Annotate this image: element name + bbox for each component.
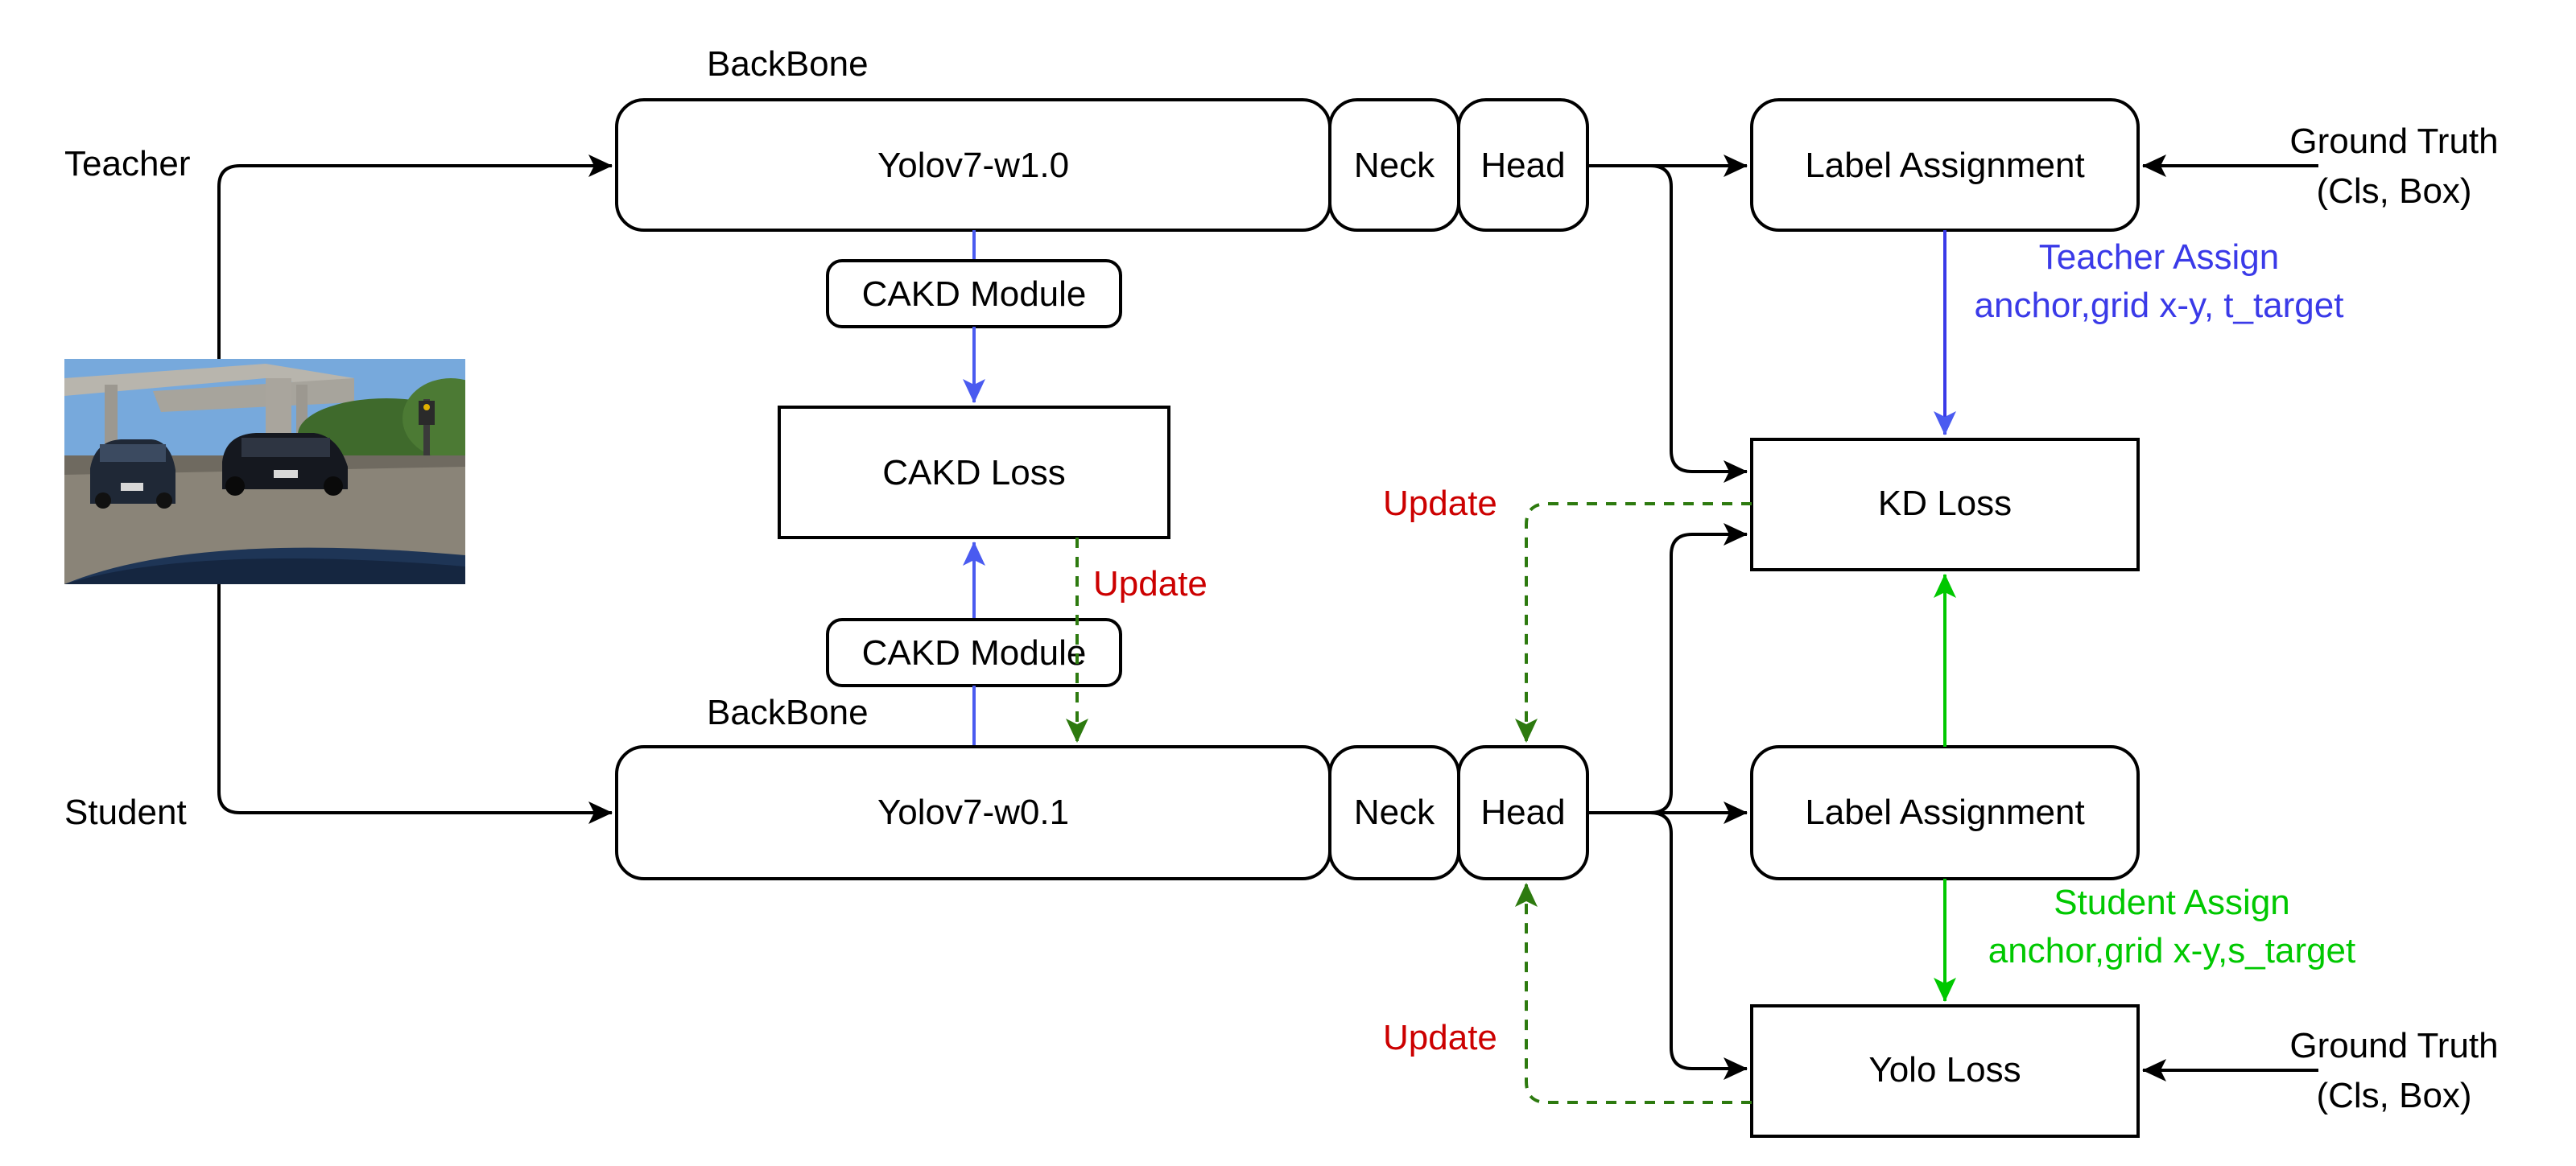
student-head-text: Head [1480, 793, 1565, 832]
teacher-head-text: Head [1480, 146, 1565, 185]
car-left [90, 439, 175, 509]
teacher-label: Teacher [64, 144, 191, 183]
ground-truth-top-line1: Ground Truth [2289, 122, 2498, 161]
yolo-update-arrow [1515, 883, 1752, 1104]
ground-truth-top-line2: (Cls, Box) [2316, 171, 2471, 211]
teacher-backbone-text: Yolov7-w1.0 [877, 146, 1069, 185]
kd-update-text: Update [1383, 484, 1497, 523]
cakd-loss-text: CAKD Loss [882, 453, 1065, 492]
kd-loss-text: KD Loss [1878, 484, 2012, 523]
student-head-to-kd-loss [1649, 523, 1748, 814]
teacher-head-to-kd-loss [1649, 164, 1748, 483]
cakd-update-text: Update [1093, 564, 1208, 604]
cakd-module-top-text: CAKD Module [862, 274, 1087, 314]
student-head-to-yolo-loss [1649, 811, 1748, 1080]
yolo-loss-box [1750, 1004, 2140, 1138]
kd-loss-box [1750, 438, 2140, 571]
kd-update-arrow [1515, 502, 1752, 743]
yolo-loss-text: Yolo Loss [1868, 1050, 2021, 1090]
ground-truth-bottom-line2: (Cls, Box) [2316, 1076, 2471, 1115]
yolo-update-text: Update [1383, 1018, 1497, 1057]
student-assign-line2: anchor,grid x-y,s_target [1988, 931, 2356, 970]
student-assign-line1: Student Assign [2054, 883, 2290, 922]
backbone-label-top: BackBone [707, 44, 869, 84]
cakd-loss-box [778, 406, 1170, 539]
ground-truth-bottom-line1: Ground Truth [2289, 1026, 2498, 1065]
input-image [64, 359, 465, 584]
teacher-assign-line1: Teacher Assign [2039, 237, 2279, 277]
backbone-label-bottom: BackBone [707, 693, 869, 732]
teacher-neck-text: Neck [1354, 146, 1435, 185]
student-neck-text: Neck [1354, 793, 1435, 832]
cakd-module-bottom-text: CAKD Module [862, 633, 1087, 673]
student-input-arrow [217, 584, 613, 824]
student-label-assignment-text: Label Assignment [1805, 793, 2084, 832]
car-right [222, 433, 348, 496]
teacher-label-assignment-text: Label Assignment [1805, 146, 2084, 185]
student-label: Student [64, 793, 187, 832]
teacher-input-arrow [217, 155, 613, 359]
teacher-assign-line2: anchor,grid x-y, t_target [1975, 286, 2344, 325]
student-backbone-text: Yolov7-w0.1 [877, 793, 1069, 832]
